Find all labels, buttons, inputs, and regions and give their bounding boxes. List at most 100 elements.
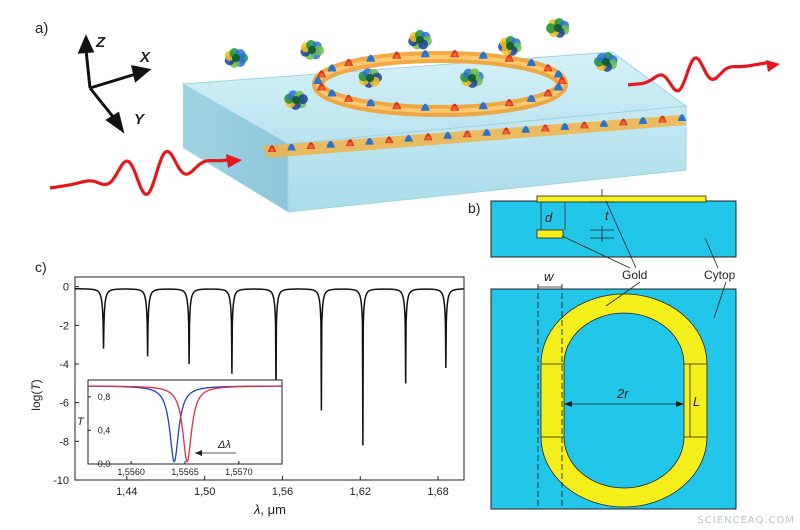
field-bump [392, 51, 402, 59]
axes-tripod [77, 34, 152, 134]
bus-gold-section [536, 229, 564, 239]
biomolecule-icon [498, 36, 522, 56]
x-axis-label: X [139, 49, 151, 66]
field-bump [553, 70, 563, 78]
field-bump [327, 89, 337, 97]
2r-arrowhead-left-icon [564, 401, 572, 407]
field-bump [521, 126, 531, 133]
2r-label: 2r [616, 386, 629, 401]
L-label: L [693, 394, 700, 409]
field-bump [638, 117, 648, 124]
delta-arrowhead-icon [195, 450, 202, 456]
field-bump [287, 143, 296, 151]
y-tick-label: -2 [59, 320, 69, 332]
panel-b-label: b) [468, 200, 480, 216]
biomolecule-icon [408, 30, 432, 50]
field-bump [541, 124, 550, 132]
y-tick-label: -4 [59, 359, 69, 371]
field-bump [543, 64, 553, 72]
field-bump [344, 58, 354, 67]
slab-left-face [183, 84, 288, 212]
input-arrowhead-icon [226, 154, 242, 168]
field-bump [526, 94, 536, 102]
field-bump [317, 83, 327, 91]
field-bump [317, 70, 327, 78]
y-axis-arrow [88, 87, 116, 119]
field-bump [306, 142, 316, 150]
inset-y-tick-label: 0,0 [98, 459, 111, 469]
biomolecule-icon [460, 68, 484, 88]
field-bump [420, 49, 430, 58]
watermark: SCIENCEAQ.COM [697, 515, 795, 526]
field-bump [313, 76, 323, 84]
x-axis-arrow [89, 72, 137, 90]
field-bump [478, 51, 488, 59]
field-bump [450, 103, 460, 111]
inset-x-tick-label: 1,5570 [225, 467, 253, 477]
field-bump [599, 120, 609, 127]
field-bump [478, 102, 488, 110]
biomolecule-icon [300, 40, 324, 60]
field-bump [365, 137, 374, 145]
field-bump [267, 145, 277, 152]
field-bump [420, 103, 430, 111]
top-gold-ring-section [536, 195, 707, 203]
field-bump [504, 54, 514, 62]
bus-waveguide [262, 115, 686, 158]
x-tick-label: 1,56 [272, 486, 293, 498]
biomolecule-icon [284, 90, 308, 110]
transmission-curve [74, 288, 465, 446]
field-bump [560, 123, 570, 130]
z-axis-label: Z [95, 34, 106, 51]
x-tick-label: 1,50 [194, 486, 215, 498]
ring-field-bumps [313, 49, 567, 111]
input-wave [49, 149, 231, 196]
field-bump [366, 54, 376, 62]
inset-x-tick-label: 1,5565 [171, 467, 199, 477]
biomolecule-icon [224, 48, 248, 68]
field-bump [557, 76, 567, 84]
main-plot-frame [74, 276, 465, 481]
biomolecules [224, 18, 618, 110]
t-label: t [605, 208, 610, 223]
x-tick-label: 1,44 [116, 486, 137, 498]
gold-label: Gold [622, 268, 647, 282]
field-bump [543, 89, 553, 97]
inset-y-axis-title: T [77, 416, 85, 428]
field-bump [326, 140, 335, 148]
field-bump [392, 102, 402, 110]
z-axis-arrow [84, 49, 92, 89]
inset-y-tick-label: 0,8 [98, 392, 111, 402]
bus-field-bumps [267, 114, 687, 152]
x-arrowhead-icon [131, 65, 152, 83]
field-bump [619, 118, 628, 126]
field-bump [502, 127, 511, 135]
biomolecule-icon [546, 18, 570, 38]
output-arrowhead-icon [766, 60, 780, 72]
field-bump [327, 64, 337, 72]
field-bump [423, 133, 433, 141]
waveguide-slab [181, 51, 688, 213]
panel-a: a) Z X Y [35, 18, 780, 213]
field-bump [553, 83, 563, 91]
field-bump [580, 121, 589, 129]
panel-a-label: a) [35, 20, 48, 37]
field-bump [482, 128, 492, 136]
y-axis-title: log(T) [29, 379, 43, 410]
inset-y-tick-label: 0,4 [98, 425, 111, 435]
panel-c-label: c) [35, 259, 47, 275]
field-bump [526, 58, 536, 67]
cross-section [490, 200, 737, 258]
cytop-label: Cytop [704, 268, 736, 282]
y-tick-label: -8 [59, 436, 69, 448]
field-bump [345, 139, 355, 147]
delta-lambda-label: Δλ [217, 439, 231, 451]
field-bump [462, 130, 472, 138]
field-bump [404, 134, 413, 142]
field-bump [384, 136, 394, 144]
field-bump [450, 49, 460, 58]
field-bump [658, 115, 667, 123]
2r-arrowhead-right-icon [676, 401, 684, 407]
